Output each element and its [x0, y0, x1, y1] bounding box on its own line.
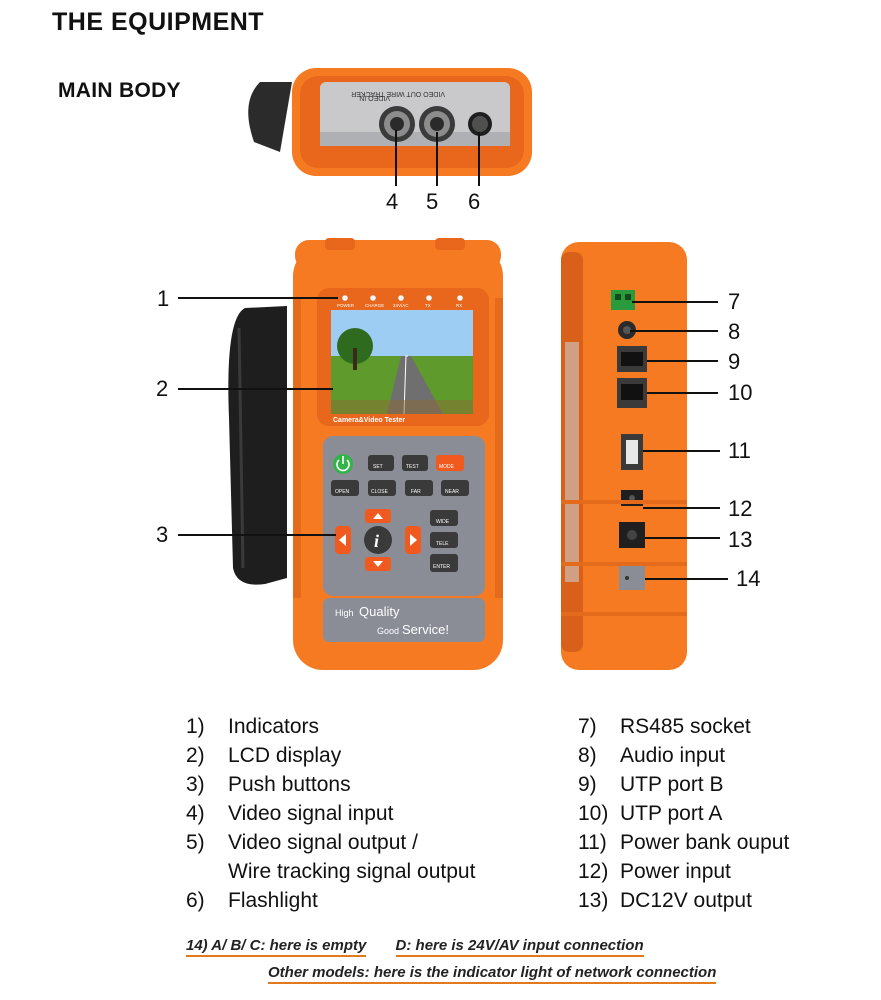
callout-2: 2 — [156, 376, 169, 401]
legend-item: Wire tracking signal output — [228, 860, 476, 883]
legend-item: 5)Video signal output / — [186, 831, 418, 854]
svg-text:TEST: TEST — [406, 464, 419, 470]
leader-8 — [630, 330, 718, 332]
usb-port-icon — [621, 434, 643, 470]
callout-13: 13 — [728, 527, 753, 552]
rs485-socket-icon — [611, 290, 635, 310]
note-line-1: 14) A/ B/ C: here is empty D: here is 24… — [186, 937, 644, 957]
leader-12 — [643, 507, 720, 509]
bnc-video-out-icon — [419, 106, 455, 142]
lcd-screen — [331, 310, 473, 415]
svg-text:CLOSE: CLOSE — [371, 489, 389, 495]
callout-10: 10 — [728, 380, 753, 405]
legend-item: 6)Flashlight — [186, 889, 318, 912]
leader-11 — [643, 450, 720, 452]
callout-14: 14 — [736, 566, 761, 591]
dpad-icon — [335, 509, 421, 571]
utp-port-b-icon — [617, 346, 647, 372]
page-title: THE EQUIPMENT — [52, 8, 265, 36]
leader-6 — [478, 132, 480, 186]
svg-text:RX: RX — [456, 303, 462, 308]
callout-3: 3 — [156, 522, 169, 547]
legend-item: 4)Video signal input — [186, 802, 394, 825]
legend-item: 11)Power bank ouput — [578, 831, 790, 854]
device-top-view: VIDEO IN VIDEO OUT WIRE TRACKER — [248, 68, 532, 176]
leader-4 — [395, 130, 397, 186]
svg-text:SET: SET — [373, 464, 383, 470]
svg-text:Good: Good — [377, 626, 399, 636]
leader-10 — [647, 392, 718, 394]
leader-13 — [645, 537, 720, 539]
brand-strip: Camera&Video Tester — [333, 417, 405, 424]
legend-item: 1)Indicators — [186, 715, 320, 738]
leader-5 — [436, 132, 438, 186]
device-front-view: POWER CHARGE 24V/AC TX RX Camera&Video T… — [228, 238, 503, 670]
callout-8: 8 — [728, 319, 741, 344]
svg-text:24V/AC: 24V/AC — [393, 303, 409, 308]
callout-1: 1 — [157, 286, 170, 311]
legend-item: 3)Push buttons — [186, 773, 351, 796]
note-line-2: Other models: here is the indicator ligh… — [268, 964, 717, 984]
legend-item: 8)Audio input — [578, 744, 726, 767]
dc12v-output-icon — [619, 522, 645, 548]
top-label-video-out: VIDEO OUT WIRE TRACKER — [351, 90, 445, 97]
callout-6: 6 — [468, 189, 481, 214]
leader-14 — [645, 578, 728, 580]
bnc-video-in-icon — [379, 106, 415, 142]
svg-text:OPEN: OPEN — [335, 489, 350, 495]
legend-item: 10)UTP port A — [578, 802, 723, 825]
svg-text:POWER: POWER — [337, 303, 355, 308]
legend-item: 2)LCD display — [186, 744, 342, 767]
legend-item: 7)RS485 socket — [578, 715, 751, 738]
svg-text:High: High — [335, 608, 354, 618]
indicator-lights-icon — [342, 295, 463, 301]
svg-text:TX: TX — [425, 303, 431, 308]
svg-text:NEAR: NEAR — [445, 489, 459, 495]
leader-2 — [178, 388, 333, 390]
callout-9: 9 — [728, 349, 741, 374]
power-button-icon — [333, 454, 353, 474]
svg-text:Service!: Service! — [402, 622, 449, 637]
callout-11: 11 — [728, 438, 751, 463]
svg-text:TELE: TELE — [436, 541, 449, 547]
callout-12: 12 — [728, 496, 753, 521]
leader-7 — [632, 301, 718, 303]
leader-1 — [178, 297, 338, 299]
svg-text:ENTER: ENTER — [433, 564, 450, 570]
utp-port-a-icon — [617, 378, 647, 408]
legend-item: 12)Power input — [578, 860, 731, 883]
svg-text:WIDE: WIDE — [436, 519, 450, 525]
legend-item: 9)UTP port B — [578, 773, 724, 796]
svg-text:MODE: MODE — [439, 464, 455, 470]
section-title: MAIN BODY — [58, 79, 181, 102]
svg-text:CHARGE: CHARGE — [365, 303, 384, 308]
svg-text:FAR: FAR — [411, 489, 421, 495]
flashlight-icon — [468, 112, 492, 136]
device-side-view — [561, 242, 687, 670]
top-label-video-in: VIDEO IN — [359, 94, 390, 101]
svg-text:Quality: Quality — [359, 604, 400, 619]
legend-right: 7)RS485 socket 8)Audio input 9)UTP port … — [578, 712, 789, 915]
callout-4: 4 — [386, 189, 399, 214]
callout-5: 5 — [426, 189, 439, 214]
leader-3 — [178, 534, 336, 536]
callout-7: 7 — [728, 289, 741, 314]
legend-item: 13)DC12V output — [578, 889, 752, 912]
audio-jack-icon — [618, 321, 636, 339]
info-button: i — [374, 531, 379, 551]
legend-left: 1)Indicators 2)LCD display 3)Push button… — [186, 712, 475, 915]
leader-9 — [647, 360, 718, 362]
